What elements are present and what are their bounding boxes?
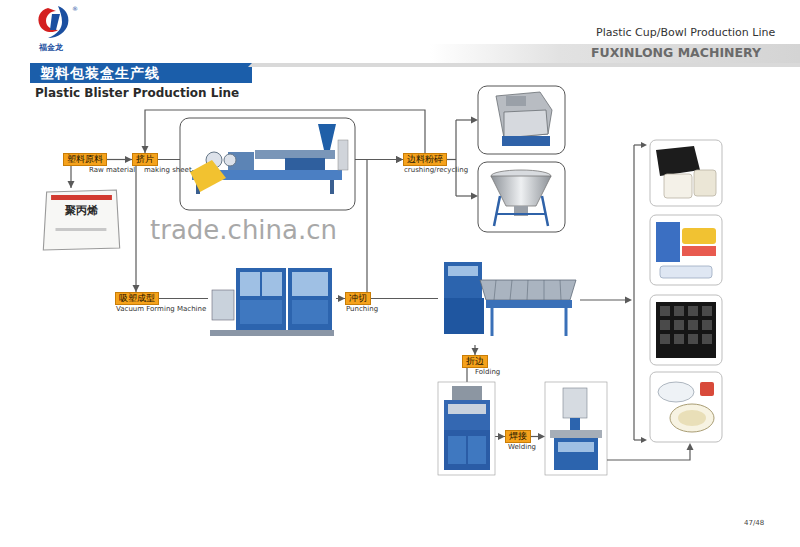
header-subtitle: Plastic Cup/Bowl Production Line xyxy=(596,27,775,40)
process-tag: 折边Folding xyxy=(462,355,488,368)
product-picture xyxy=(650,215,722,285)
connector-line xyxy=(367,160,403,293)
node-caption: Raw material xyxy=(89,166,135,174)
node-caption: crushing/recycling xyxy=(404,166,468,174)
title-rule xyxy=(248,63,800,67)
node-text: 折边 xyxy=(463,356,487,367)
arrowhead xyxy=(471,117,694,451)
product-picture xyxy=(650,140,722,206)
page-number: 47/48 xyxy=(744,519,764,527)
node-text: 塑料原料 xyxy=(64,154,106,165)
arrowhead xyxy=(396,156,403,163)
company-logo xyxy=(38,6,68,38)
welding-machine-picture xyxy=(545,382,607,475)
process-tag: 边料粉碎crushing/recycling xyxy=(403,153,447,166)
flow-line xyxy=(440,120,690,460)
arrowhead xyxy=(396,156,403,163)
node-text: 挤片 xyxy=(133,154,157,165)
header-band xyxy=(430,44,800,63)
process-tag: 挤片making sheet xyxy=(132,153,158,166)
product-picture xyxy=(650,372,722,442)
node-text: 冲切 xyxy=(346,293,370,304)
flow-connector xyxy=(68,166,75,188)
arrowhead xyxy=(142,146,149,153)
crusher-picture xyxy=(478,86,565,154)
node-text: 吸塑成型 xyxy=(116,293,158,304)
node-text: 聚丙烯 xyxy=(40,204,123,217)
company-name: FUXINLONG MACHINERY xyxy=(591,46,761,60)
logo-text: 福金龙 xyxy=(39,43,63,52)
flow-connector xyxy=(107,156,132,163)
bag-stripe xyxy=(51,195,112,200)
flow-connector xyxy=(133,166,140,292)
mixer-picture xyxy=(478,162,565,232)
arrowhead xyxy=(125,156,132,163)
arrowhead xyxy=(68,181,75,188)
node-text: 焊接 xyxy=(506,431,530,442)
bag-print xyxy=(55,228,106,231)
process-tag: 塑料原料Raw material xyxy=(63,153,107,166)
node-caption: Welding xyxy=(508,443,536,451)
node-caption: Vacuum Forming Machine xyxy=(116,305,206,313)
section-title: Plastic Blister Production Line xyxy=(35,87,239,101)
vacuum-forming-machine-picture xyxy=(208,262,336,342)
bag-shape xyxy=(43,190,119,250)
title-band xyxy=(30,63,252,83)
arrowhead xyxy=(338,295,345,302)
folding-machine-picture xyxy=(438,382,495,475)
product-picture xyxy=(650,295,722,365)
node-text: 边料粉碎 xyxy=(404,154,446,165)
material-bag: 聚丙烯 xyxy=(40,188,123,252)
node-caption: Folding xyxy=(475,368,500,376)
punching-machine-picture xyxy=(438,255,580,345)
arrowhead xyxy=(498,433,505,440)
flow-connector xyxy=(367,156,403,292)
process-tag: 焊接Welding xyxy=(505,430,531,443)
registered-mark: ® xyxy=(72,6,78,13)
process-tag: 吸塑成型Vacuum Forming Machine xyxy=(115,292,159,305)
node-caption: Punching xyxy=(346,305,378,313)
node-caption: making sheet xyxy=(144,166,192,174)
title-text: 塑料包装盒生产线 xyxy=(40,65,160,81)
process-tag: 冲切Punching xyxy=(345,292,371,305)
watermark: trade.china.cn xyxy=(150,216,337,246)
sheet-extruder-picture xyxy=(180,118,355,210)
arrowhead xyxy=(472,348,479,355)
arrowhead xyxy=(133,285,140,292)
bag-outline xyxy=(40,188,123,252)
connector-line xyxy=(135,166,136,292)
